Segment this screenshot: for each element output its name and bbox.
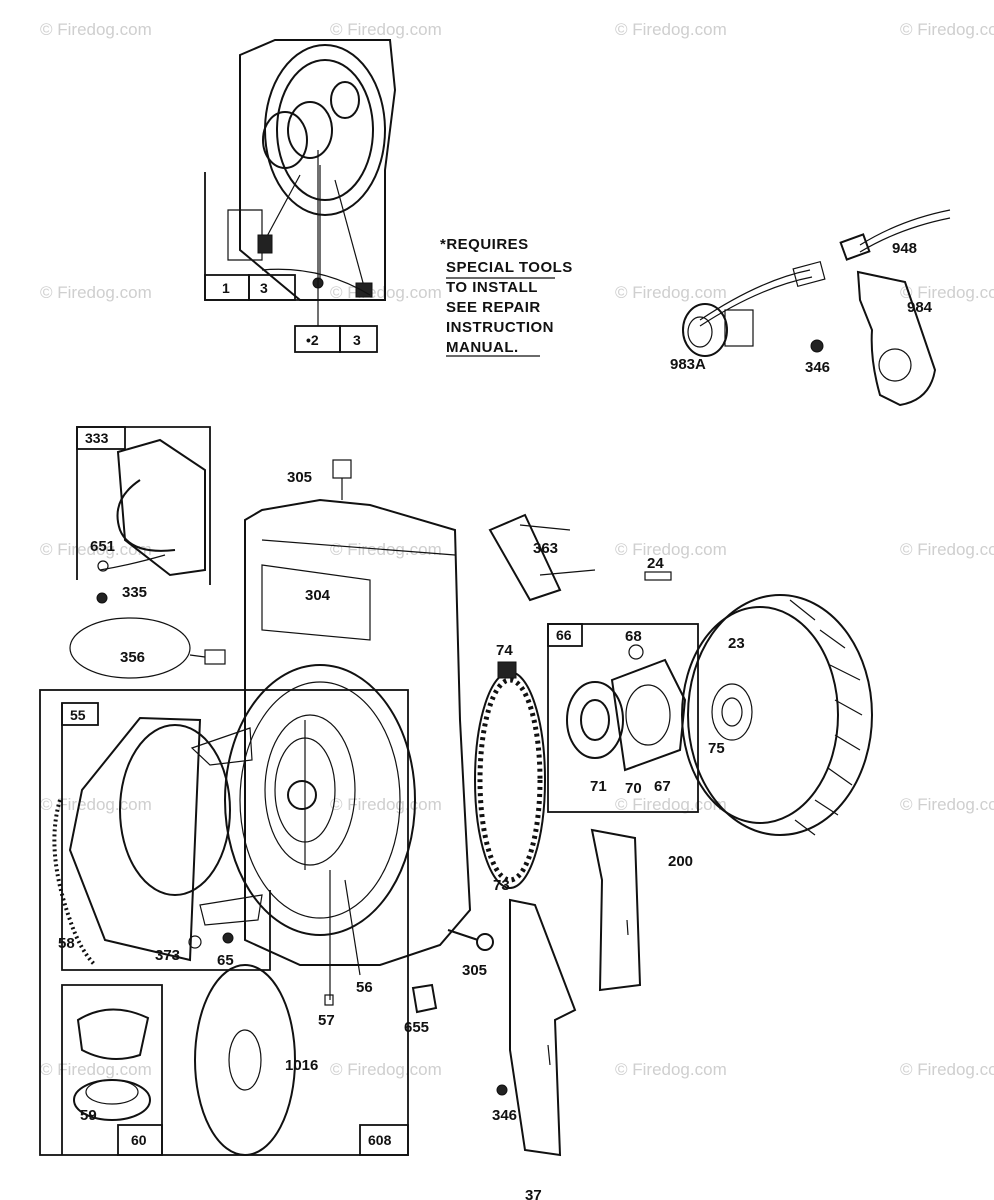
part-label-70: 70 [625, 780, 642, 797]
part-label-1016: 1016 [285, 1057, 318, 1074]
part-label-373: 373 [155, 947, 180, 964]
nut-74-icon [497, 661, 517, 679]
part-label-37: 37 [525, 1187, 542, 1200]
part-label-655: 655 [404, 1019, 429, 1036]
part-label-67: 67 [654, 778, 671, 795]
washer-373-icon [188, 935, 202, 949]
note-line: TO INSTALL [446, 279, 538, 296]
key-24-icon [644, 571, 672, 581]
engine-block-illustration [227, 39, 397, 301]
component-box-608: 608 [39, 689, 409, 1156]
watermark: © Firedog.com [615, 20, 727, 39]
part-label-59: 59 [80, 1107, 97, 1124]
watermark: © Firedog.com [900, 283, 994, 302]
screw-65-icon [222, 932, 234, 944]
wire-harness-illustration [682, 209, 951, 407]
part-label-2: •2 [306, 332, 319, 348]
note-line: *REQUIRES [440, 236, 529, 253]
bracket-363-illustration [488, 513, 596, 602]
part-label-60: 60 [131, 1132, 147, 1148]
note-line: SPECIAL TOOLS [446, 259, 573, 276]
watermark: © Firedog.com [40, 540, 152, 559]
part-label-346: 346 [805, 359, 830, 376]
flywheel-illustration [681, 594, 873, 836]
baffle-200-illustration [590, 828, 642, 992]
part-label-1: 1 [222, 280, 230, 296]
watermark: © Firedog.com [615, 1060, 727, 1079]
component-box-2-3: •2 3 [294, 150, 378, 353]
note-line: INSTRUCTION [446, 319, 554, 336]
part-label-24: 24 [647, 555, 664, 572]
watermark: © Firedog.com [900, 1060, 994, 1079]
note-line: MANUAL. [446, 339, 519, 356]
part-label-305: 305 [462, 962, 487, 979]
component-box-66: 66 [547, 623, 699, 813]
special-tools-note: *REQUIRES SPECIAL TOOLS TO INSTALL SEE R… [440, 236, 573, 357]
component-box-1-3: 1 3 [204, 172, 300, 301]
part-label-71: 71 [590, 778, 607, 795]
part-label-356: 356 [120, 649, 145, 666]
part-label-66: 66 [556, 627, 572, 643]
watermark: © Firedog.com [40, 795, 152, 814]
part-label-75: 75 [708, 740, 725, 757]
note-line: SEE REPAIR [446, 299, 541, 316]
watermark: © Firedog.com [615, 283, 727, 302]
part-label-651: 651 [90, 538, 115, 555]
part-label-58: 58 [58, 935, 75, 952]
part-label-948: 948 [892, 240, 917, 257]
part-label-73: 73 [493, 877, 510, 894]
baffle-37-illustration [496, 898, 577, 1157]
part-label-3: 3 [353, 332, 361, 348]
watermark: © Firedog.com [40, 20, 152, 39]
watermark: © Firedog.com [330, 795, 442, 814]
washer-1016-illustration [194, 964, 296, 1156]
rope-handle-icon [324, 994, 334, 1006]
part-label-305: 305 [287, 469, 312, 486]
component-box-55: 55 [52, 702, 271, 971]
part-label-608: 608 [368, 1132, 392, 1148]
component-box-333: 333 [76, 426, 211, 585]
blower-housing-illustration [224, 459, 472, 1000]
part-label-363: 363 [533, 540, 558, 557]
part-label-57: 57 [318, 1012, 335, 1029]
part-label-335: 335 [122, 584, 147, 601]
watermark: © Firedog.com [40, 283, 152, 302]
watermark: © Firedog.com [330, 20, 442, 39]
part-label-65: 65 [217, 952, 234, 969]
part-label-304: 304 [305, 587, 331, 604]
watermark: © Firedog.com [900, 540, 994, 559]
rotating-screen-illustration [474, 671, 546, 889]
part-label-23: 23 [728, 635, 745, 652]
watermark: © Firedog.com [900, 20, 994, 39]
watermark: © Firedog.com [330, 1060, 442, 1079]
part-label-56: 56 [356, 979, 373, 996]
watermark: © Firedog.com [900, 795, 994, 814]
watermark: © Firedog.com [40, 1060, 152, 1079]
part-label-74: 74 [496, 642, 513, 659]
wire-356-illustration [69, 617, 226, 679]
clip-655-icon [411, 983, 438, 1014]
part-label-333: 333 [85, 430, 109, 446]
component-box-60: 60 [61, 984, 163, 1156]
part-label-200: 200 [668, 853, 693, 870]
watermark: © Firedog.com [615, 540, 727, 559]
bolt-305-illustration [447, 929, 494, 951]
watermark-layer: © Firedog.com © Firedog.com © Firedog.co… [40, 20, 994, 1079]
part-label-55: 55 [70, 707, 86, 723]
part-label-984: 984 [907, 299, 933, 316]
part-label-346: 346 [492, 1107, 517, 1124]
part-label-3: 3 [260, 280, 268, 296]
part-label-983A: 983A [670, 356, 706, 373]
part-label-68: 68 [625, 628, 642, 645]
